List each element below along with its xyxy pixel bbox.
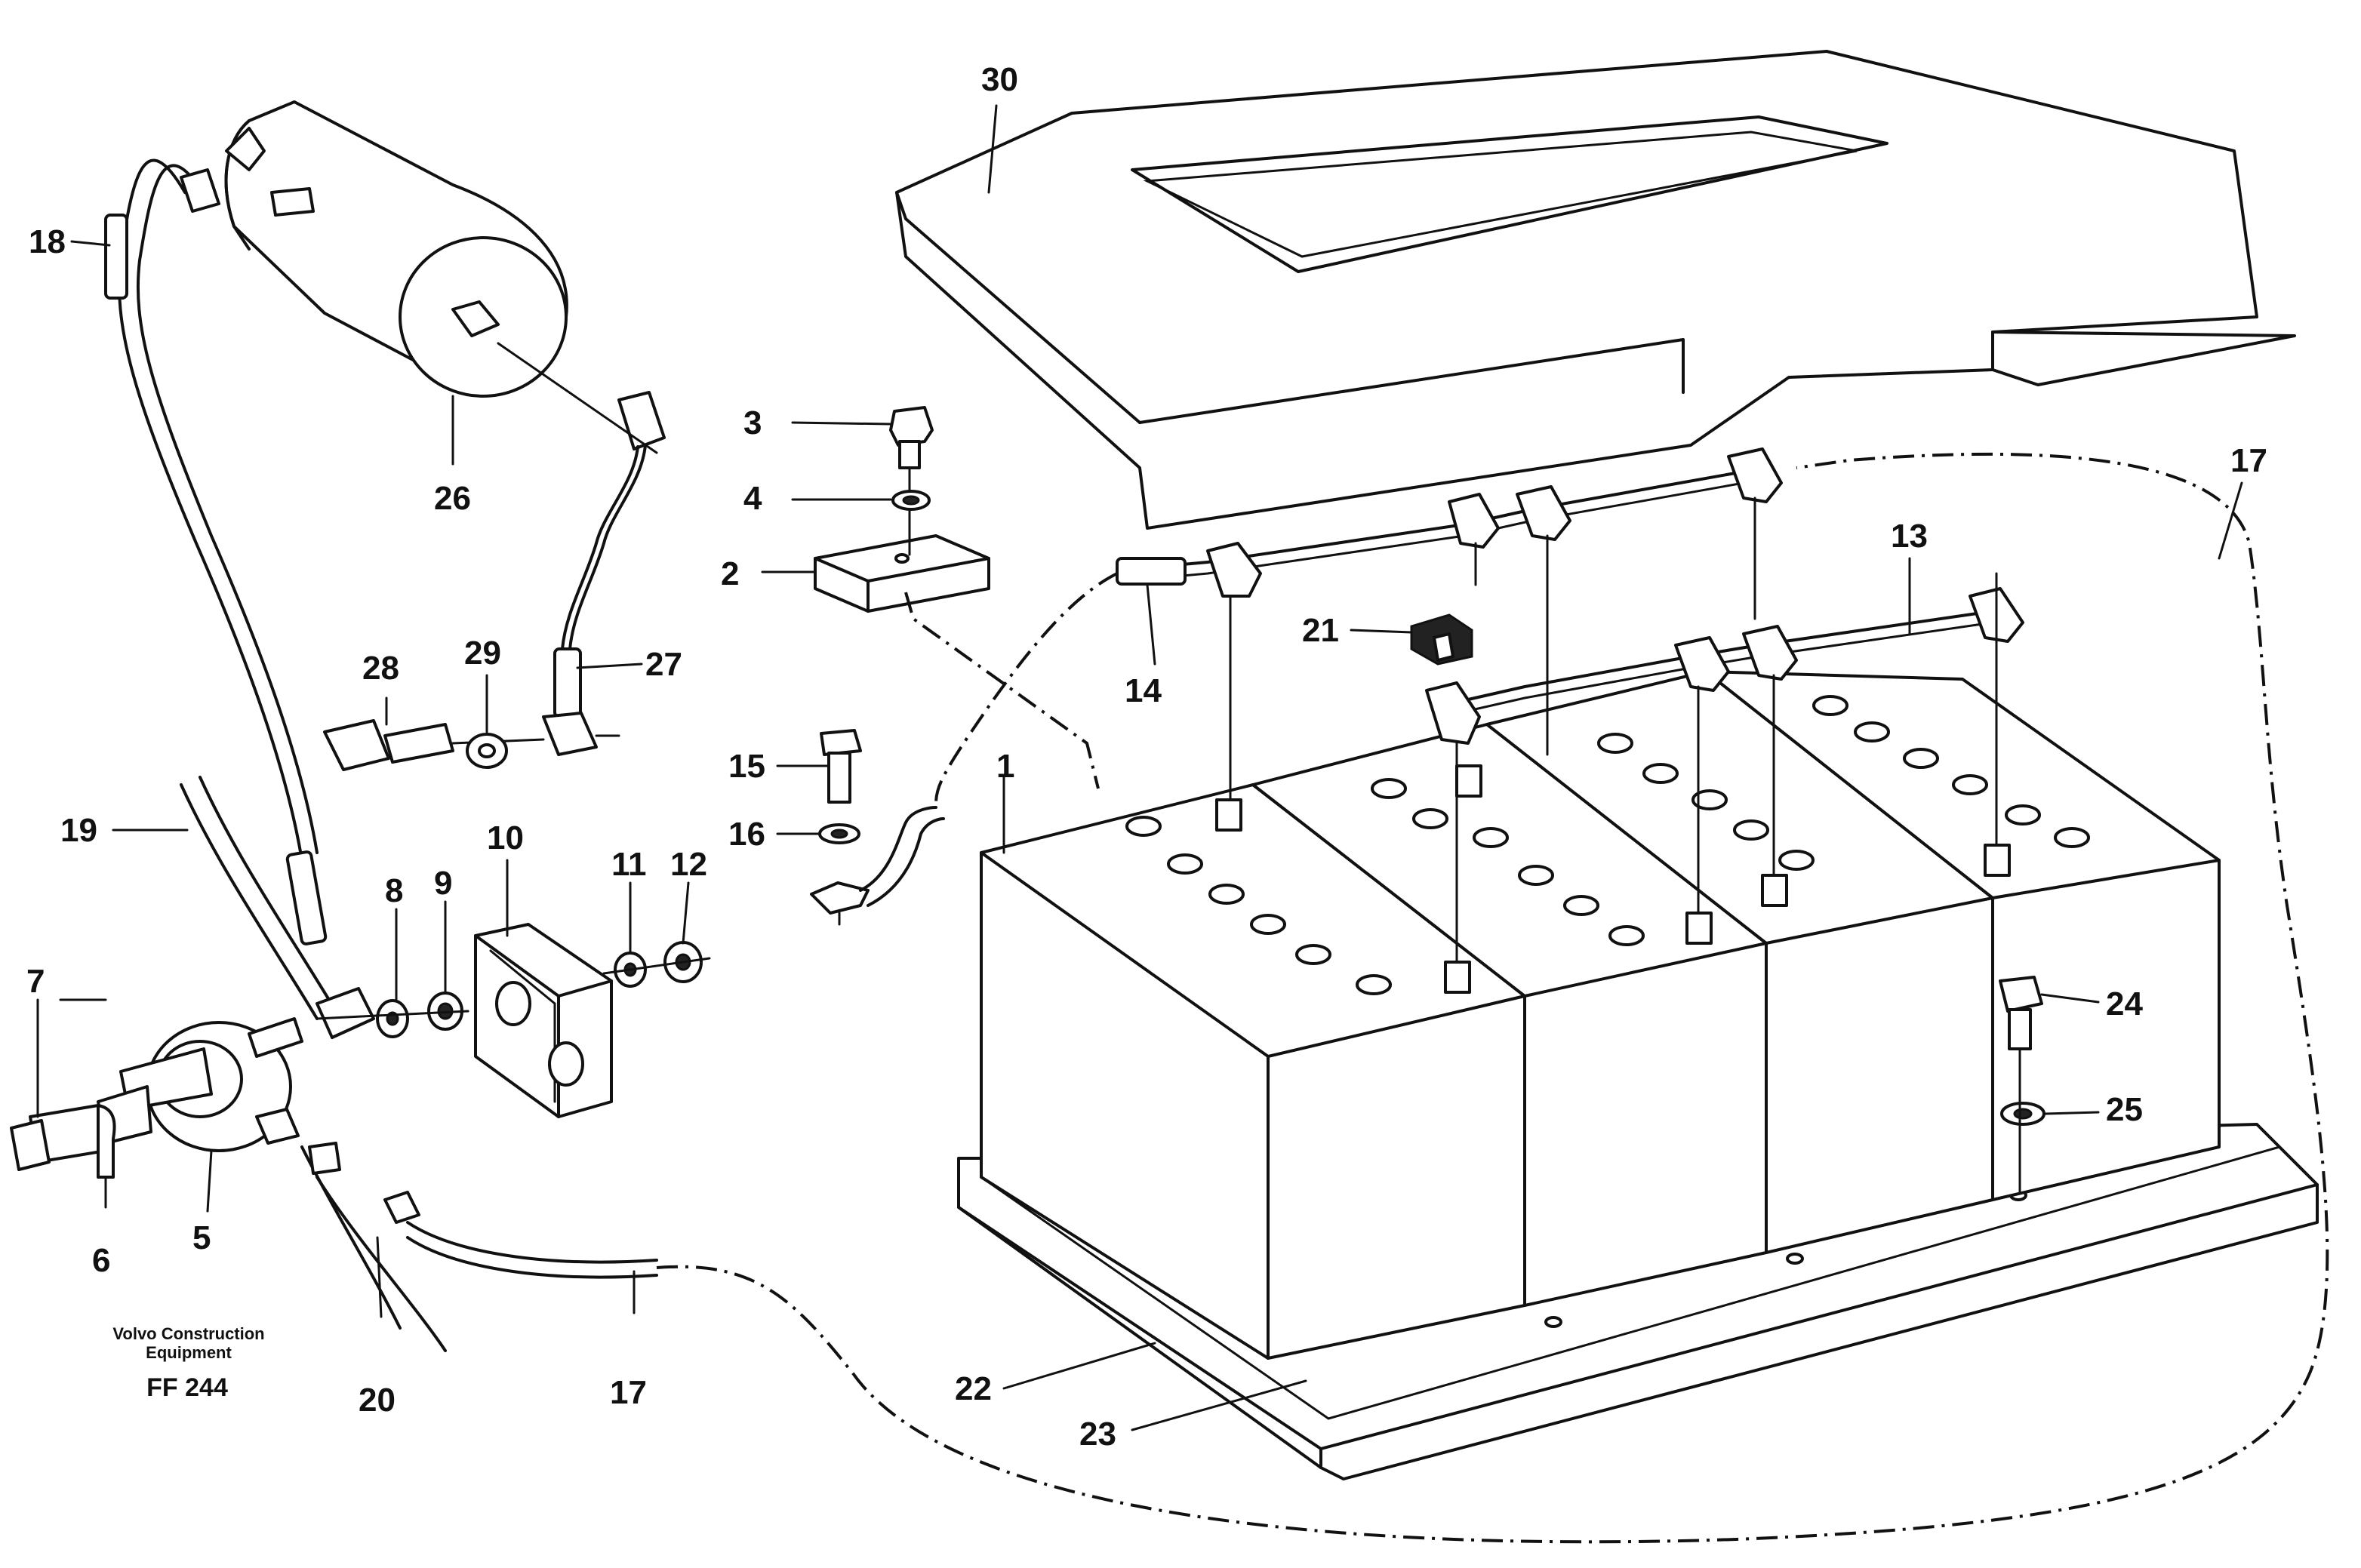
caption-code: FF 244 — [146, 1373, 228, 1402]
cable-19 — [180, 776, 375, 1039]
caption-line-1: Volvo Construction — [112, 1324, 264, 1343]
callout-27: 27 — [645, 646, 682, 683]
caption-line-2: Equipment — [146, 1343, 232, 1362]
battery-4 — [1704, 670, 2221, 1201]
callout-19: 19 — [60, 812, 97, 849]
callout-2: 2 — [721, 555, 739, 592]
callout-4: 4 — [743, 480, 762, 517]
terminal-leader-lines — [1229, 497, 1998, 964]
battery-caps — [1125, 695, 2090, 995]
callout-13: 13 — [1891, 518, 1928, 555]
bolt-15 — [820, 729, 862, 804]
bracket-dash-line — [904, 592, 1100, 789]
leader-lines — [36, 104, 2243, 1431]
figure-caption: Volvo Construction Equipment FF 244 — [112, 1324, 264, 1402]
washer-16 — [818, 823, 860, 844]
callout-14: 14 — [1125, 672, 1162, 709]
cable-6 — [97, 1104, 116, 1209]
cable-20 — [300, 1142, 447, 1352]
callout-10: 10 — [487, 819, 524, 856]
connector-cable-14 — [1116, 447, 1783, 598]
callout-17-right: 17 — [2230, 442, 2267, 479]
callout-20: 20 — [359, 1382, 396, 1419]
callout-labels: 1 2 3 4 5 6 7 8 9 10 11 12 13 14 15 16 1… — [26, 61, 2267, 1453]
callout-21: 21 — [1302, 612, 1339, 649]
ground-strap — [810, 806, 945, 926]
bolt-3 — [889, 406, 934, 556]
callout-28: 28 — [362, 650, 399, 687]
mounting-lines — [316, 957, 711, 1020]
callout-30: 30 — [981, 61, 1018, 98]
junction-cover-10 — [474, 923, 613, 1118]
washer-4 — [891, 490, 931, 511]
bolt-28 — [323, 719, 545, 771]
washer-29 — [466, 733, 508, 769]
callout-26: 26 — [434, 480, 471, 517]
callout-12: 12 — [670, 846, 707, 883]
callout-18: 18 — [29, 223, 66, 260]
terminal-cover-21 — [1410, 613, 1473, 666]
callout-9: 9 — [434, 865, 452, 902]
nut-8 — [376, 999, 409, 1038]
callout-16: 16 — [728, 816, 765, 853]
callout-1: 1 — [996, 748, 1014, 785]
cable-27 — [497, 342, 666, 756]
battery-terminals — [1215, 764, 2011, 994]
starter-motor-26 — [224, 100, 568, 398]
callout-17-bottom: 17 — [610, 1374, 647, 1411]
bolt-24 — [1999, 976, 2043, 1050]
callout-29: 29 — [464, 635, 501, 672]
bracket-2 — [814, 534, 990, 613]
callout-5: 5 — [192, 1219, 211, 1256]
callout-3: 3 — [743, 404, 762, 441]
callout-23: 23 — [1079, 1416, 1116, 1453]
callout-22: 22 — [955, 1370, 992, 1407]
battery-switch-5 — [10, 1017, 303, 1171]
callout-11: 11 — [611, 846, 647, 883]
washer-25 — [2000, 1047, 2045, 1194]
callout-7: 7 — [26, 963, 45, 1000]
battery-cover — [895, 50, 2296, 530]
callout-24: 24 — [2106, 985, 2143, 1022]
cable-17 — [406, 452, 2329, 1544]
callout-25: 25 — [2106, 1091, 2143, 1128]
callout-15: 15 — [728, 748, 765, 785]
callout-6: 6 — [92, 1242, 110, 1279]
cable-18 — [104, 158, 328, 945]
callout-8: 8 — [385, 872, 403, 909]
